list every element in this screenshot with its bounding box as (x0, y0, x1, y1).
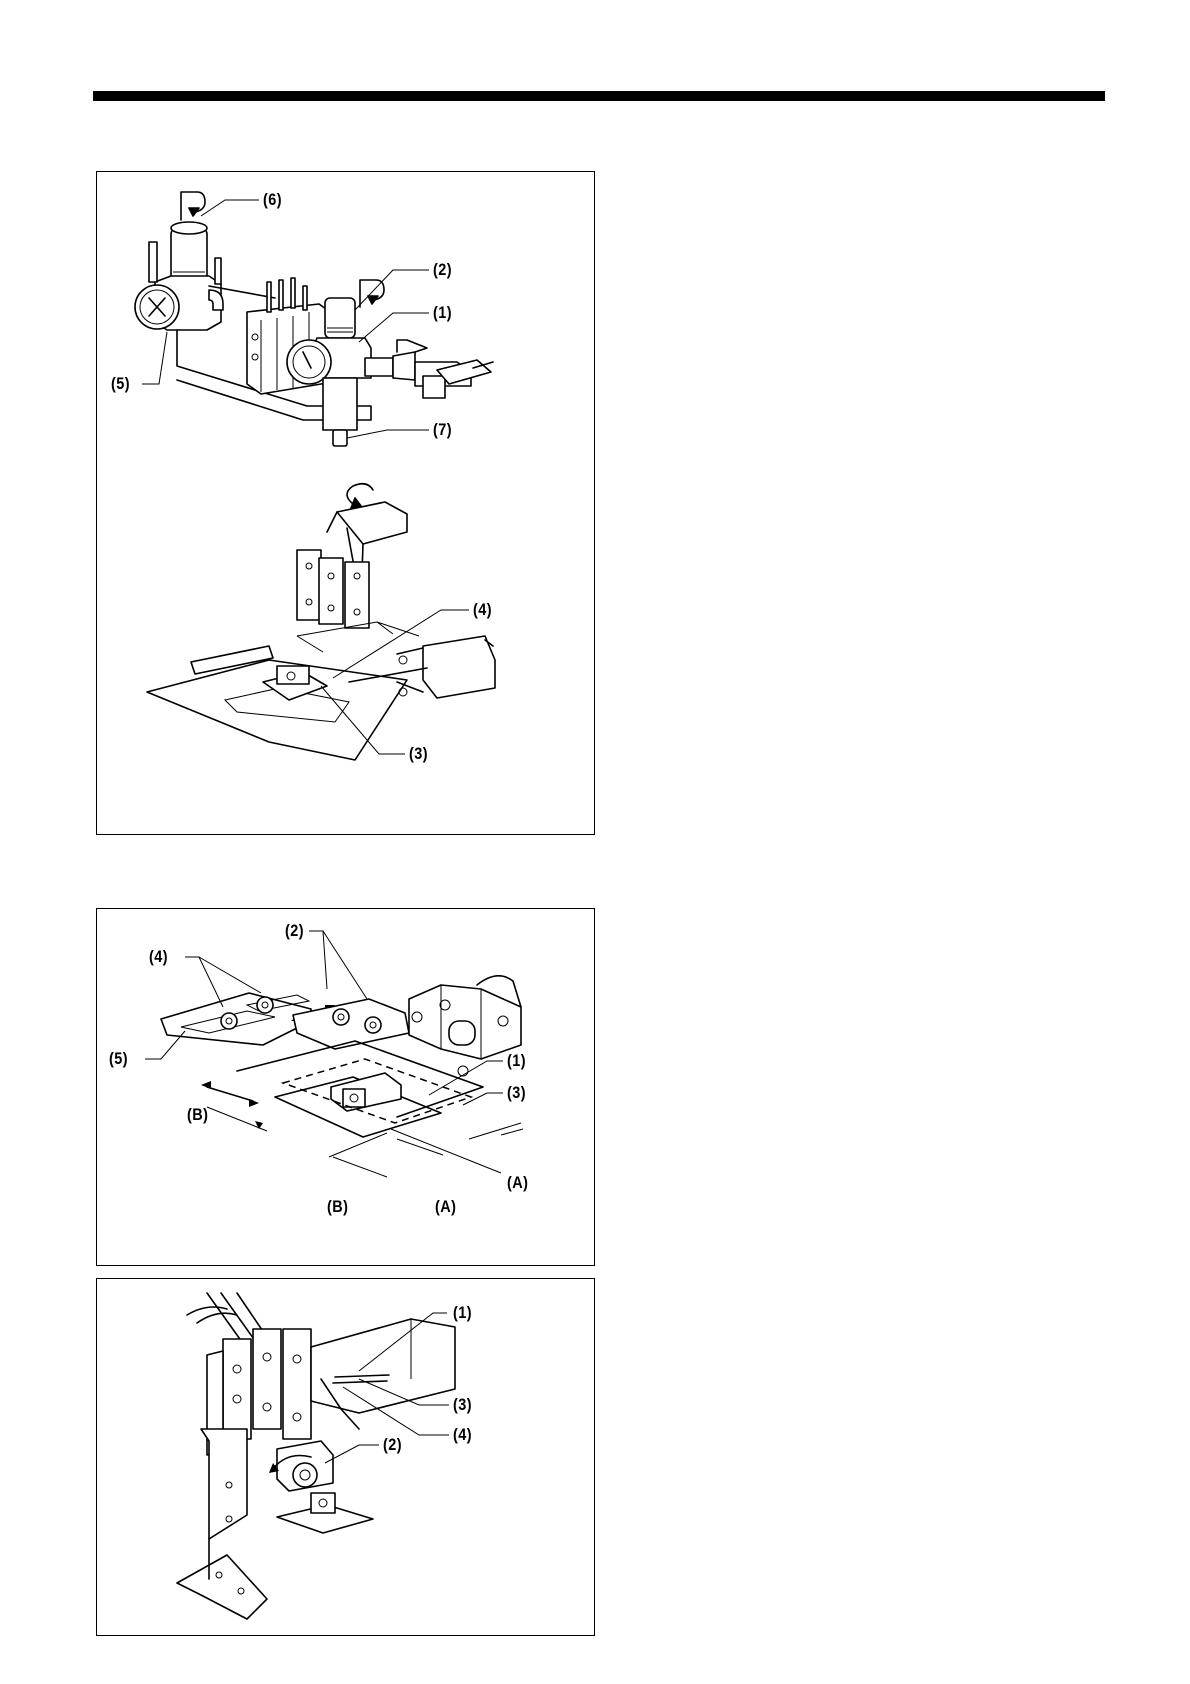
header-rule (93, 91, 1105, 101)
air-filter-regulator-left (135, 222, 223, 330)
callout-1: (1) (433, 303, 452, 323)
figure1-drawing (97, 172, 595, 835)
leader-6 (201, 200, 259, 216)
leader-2a (309, 931, 327, 989)
figure-presser-plate-adjustment: (4) (2) (5) (1) (3) (B) (A) (B) (A) (96, 908, 595, 1266)
leader-7 (347, 430, 429, 438)
callout-3: (3) (453, 1395, 472, 1415)
leader-1 (359, 313, 429, 342)
dimension-b-bottom: (B) (327, 1197, 348, 1217)
dimension-b-left: (B) (187, 1105, 208, 1125)
turn-counterclockwise-icon (347, 484, 373, 508)
cloth-presser-assembly (147, 502, 495, 760)
callout-1: (1) (507, 1051, 526, 1071)
leader-4a (185, 957, 223, 1007)
callout-6: (6) (263, 190, 282, 210)
callout-5: (5) (111, 374, 130, 394)
callout-4: (4) (149, 947, 168, 967)
figure-cylinder-adjustment: (1) (3) (4) (2) (96, 1278, 595, 1636)
leader-5 (142, 332, 167, 384)
callout-2: (2) (433, 260, 452, 280)
figure3-drawing (97, 1279, 595, 1636)
callout-3: (3) (507, 1083, 526, 1103)
dimension-a-bottom: (A) (435, 1197, 456, 1217)
leader-2 (355, 270, 429, 310)
dimension-a-right: (A) (507, 1173, 528, 1193)
callout-4: (4) (453, 1425, 472, 1445)
turn-clockwise-icon-2 (360, 280, 384, 307)
callout-2: (2) (383, 1435, 402, 1455)
callout-7: (7) (433, 420, 452, 440)
leader-3 (463, 1093, 503, 1105)
callout-5: (5) (109, 1049, 128, 1069)
leader-1 (429, 1061, 503, 1095)
callout-4: (4) (473, 600, 492, 620)
leader-2b (323, 931, 367, 999)
callout-1: (1) (453, 1303, 472, 1323)
callout-2: (2) (285, 921, 304, 941)
leader-4b (199, 957, 261, 993)
callout-3: (3) (409, 744, 428, 764)
figure-air-regulator-and-cloth-presser: (6) (2) (1) (5) (7) (4) (3) (96, 171, 595, 835)
